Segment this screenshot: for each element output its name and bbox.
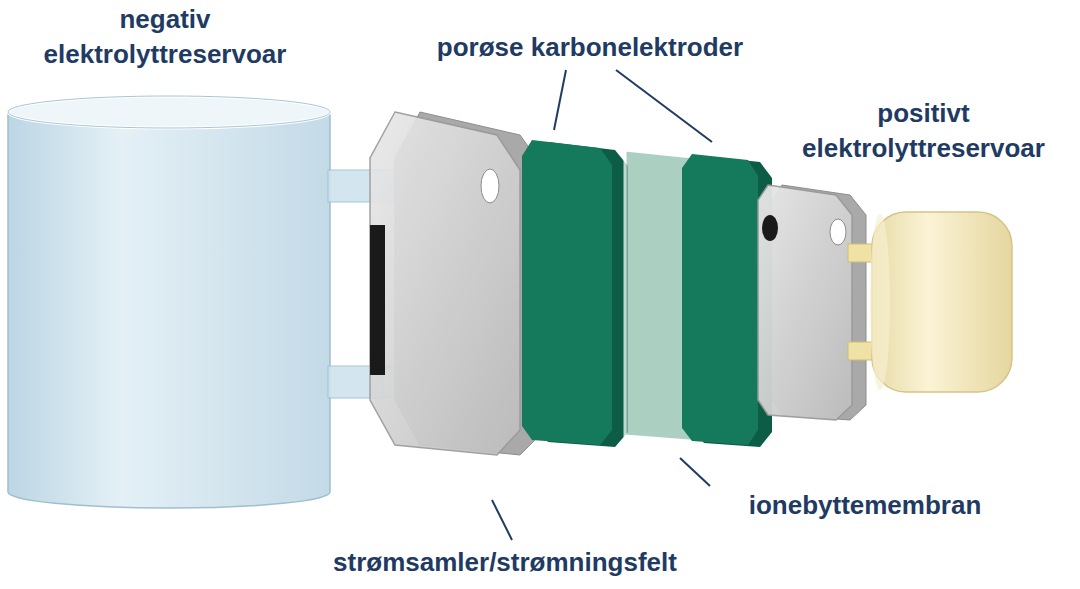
part-label: strømsamler/strømningsfelt [265,545,745,580]
right-current-collector [758,185,866,420]
negative-reservoir [8,96,330,508]
positive-reservoir [870,212,1012,392]
part-label: porøse karbonelektroder [395,30,785,65]
leader-lines [492,70,712,540]
part-label: ionebyttemembran [735,488,995,523]
part-label: negativ elektrolyttreservoar [5,2,325,72]
carbon-electrode-left [522,140,628,447]
left-current-collector [370,112,545,455]
part-label: positivt elektrolyttreservoar [771,96,1076,166]
